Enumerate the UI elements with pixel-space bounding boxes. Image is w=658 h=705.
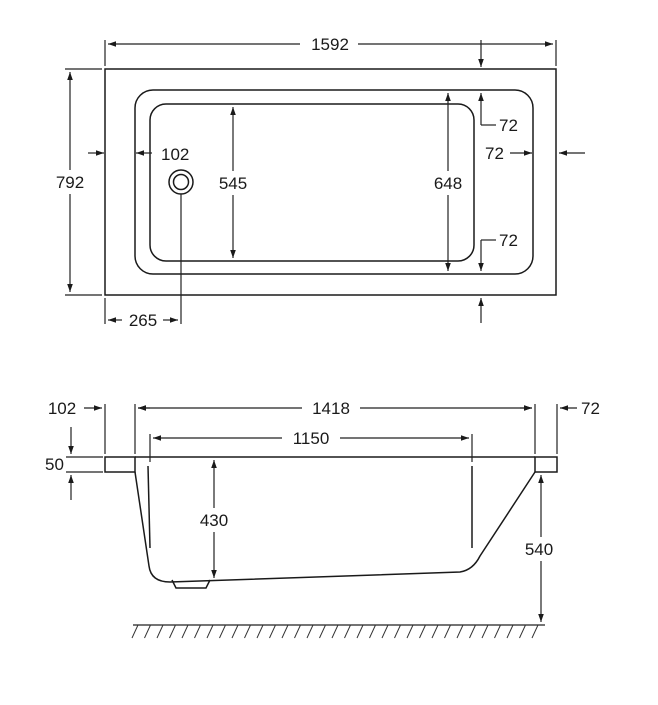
floor-hatch-stroke [319,624,326,639]
floor-hatch-stroke [494,624,501,639]
dim-overall-width: 792 [50,68,102,296]
floor-hatching [131,624,539,639]
waste-fitting [171,579,211,589]
floor-hatch-stroke [469,624,476,639]
floor-hatch-stroke [256,624,264,639]
floor-hatch-stroke [269,624,276,639]
label-inner-width: 545 [219,174,247,193]
label-side-left-rim: 102 [48,399,76,418]
label-rim-bottom: 72 [499,231,518,250]
floor-hatch-stroke [156,624,164,639]
floor-hatch-stroke [294,624,301,639]
top-view: 1592 792 545 648 102 [50,33,585,330]
floor-hatch-stroke [406,624,414,639]
waste-outlet-inner [172,173,190,191]
floor-hatch-stroke [381,624,389,639]
floor-hatch-stroke [244,624,251,639]
rim-right [534,456,558,473]
dim-waste-offset: 265 [104,194,182,330]
floor-hatch-stroke [231,624,239,639]
dim-rim-top: 72 [478,40,518,135]
tub-inner-wall-left [147,465,151,549]
floor-hatch-stroke [194,624,201,639]
label-rim-top: 72 [499,116,518,135]
floor-hatch-stroke [394,624,401,639]
label-waste-offset: 265 [129,311,157,330]
tub-outline [104,68,557,296]
floor-hatch-stroke [344,624,351,639]
dim-overall-length: 1592 [104,33,557,66]
tub-side-profile [134,471,536,583]
side-view: 102 1418 72 1150 [45,397,600,639]
label-side-bottom-length: 1150 [293,429,330,448]
floor-hatch-stroke [419,624,426,639]
label-side-depth: 430 [200,511,228,530]
dim-rim-width: 648 [428,93,468,271]
floor-line [131,624,545,639]
dim-rim-bottom: 72 [478,231,518,323]
dim-inner-width: 545 [214,107,254,258]
floor-hatch-stroke [281,624,289,639]
dim-side-right-rim: 72 [520,399,600,454]
label-side-right-rim: 72 [581,399,600,418]
dim-side-top-length: 1418 [138,397,536,454]
label-side-top-length: 1418 [312,399,350,418]
floor-hatch-stroke [519,624,526,639]
floor-hatch-stroke [131,624,139,639]
label-side-height: 540 [525,540,553,559]
label-waste-rim: 102 [161,145,189,164]
floor-hatch-stroke [144,624,151,639]
rim-inner-outline [134,89,534,275]
floor-hatch-stroke [531,624,539,639]
dim-side-left-rim: 102 [48,399,150,454]
floor-hatch-stroke [306,624,314,639]
floor-hatch-stroke [219,624,226,639]
floor-hatch-stroke [481,624,489,639]
floor-hatch-stroke [506,624,514,639]
label-overall-width: 792 [56,173,84,192]
basin-outline [149,103,475,262]
label-rim-side: 72 [485,144,504,163]
dim-waste-rim: 102 [88,145,189,164]
floor-hatch-stroke [431,624,439,639]
label-rim-width: 648 [434,174,462,193]
floor-hatch-stroke [356,624,364,639]
dim-rim-side: 72 [485,144,585,163]
rim-left [104,456,136,473]
dim-side-rim-thickness: 50 [45,427,103,500]
floor-hatch-stroke [169,624,176,639]
floor-hatch-stroke [456,624,464,639]
label-overall-length: 1592 [311,35,349,54]
floor-hatch-stroke [331,624,339,639]
label-side-rim-thickness: 50 [45,455,64,474]
dim-side-height: 540 [521,475,561,622]
dim-side-depth: 430 [195,460,235,578]
waste-outlet [168,169,194,195]
floor-hatch-stroke [444,624,451,639]
floor-hatch-stroke [206,624,214,639]
dim-side-bottom-length: 1150 [149,427,473,462]
floor-hatch-stroke [181,624,189,639]
floor-hatch-stroke [369,624,376,639]
